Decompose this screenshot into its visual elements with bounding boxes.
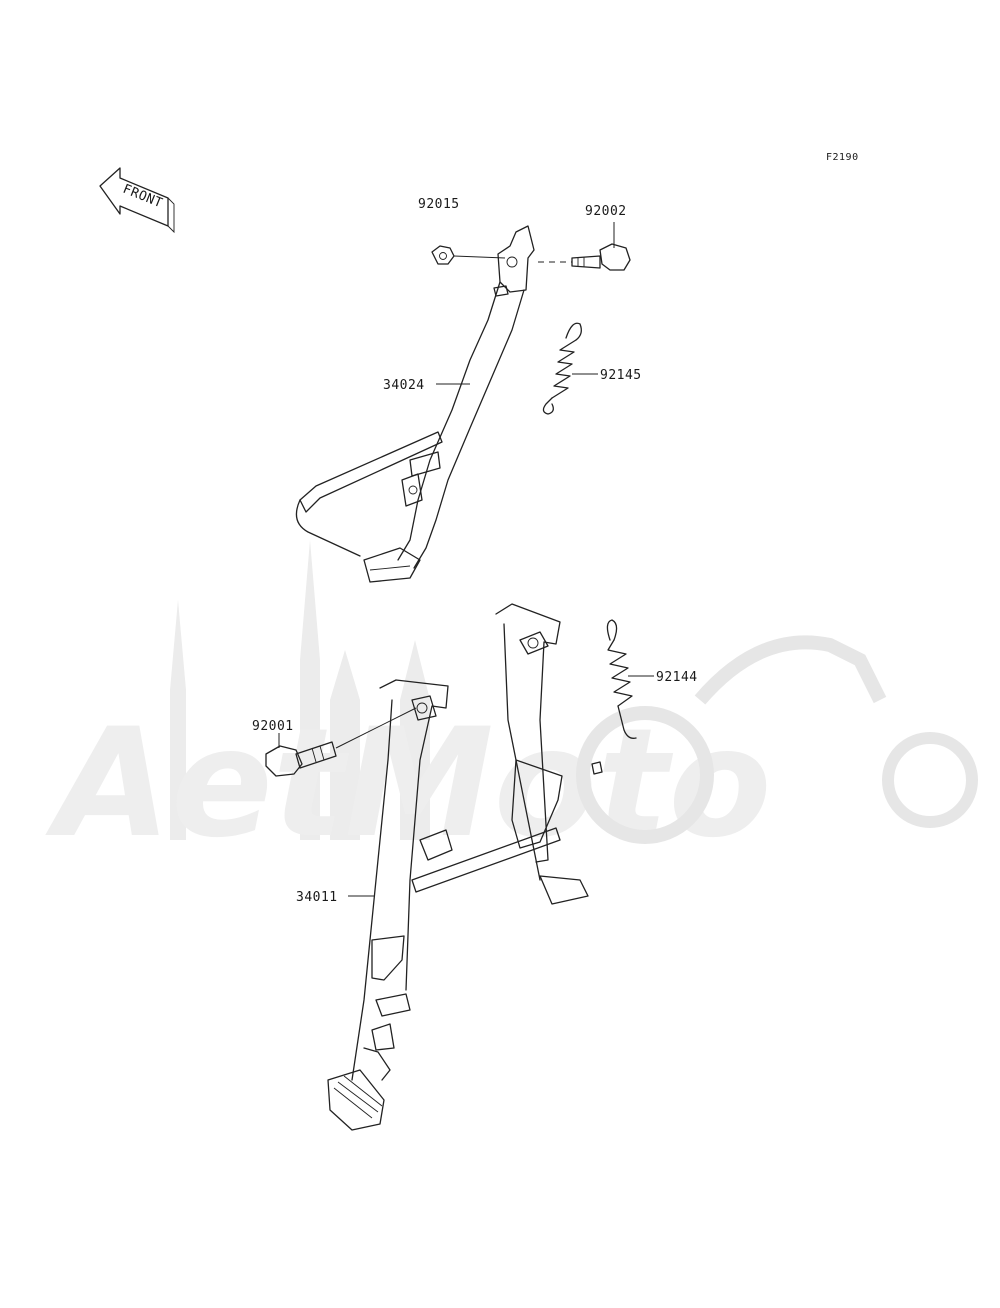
- part-number-34011: 34011: [296, 890, 338, 905]
- part-number-92002: 92002: [585, 204, 627, 219]
- spring-92145: [542, 322, 582, 415]
- watermark-skyline: [170, 540, 430, 840]
- bolt-92001: [265, 741, 337, 777]
- part-number-34024: 34024: [383, 378, 425, 393]
- front-direction-arrow: FRONT: [99, 167, 175, 234]
- part-number-92145: 92145: [600, 368, 642, 383]
- watermark-logo: AetMoto: [45, 697, 772, 871]
- figure-code: F2190: [826, 152, 859, 163]
- spring-92144: [606, 619, 637, 739]
- main-stand-34011: [327, 603, 603, 1131]
- part-number-92001: 92001: [252, 719, 294, 734]
- side-stand-34024: [295, 225, 535, 583]
- watermark-motorcycle: [576, 635, 978, 844]
- front-label: FRONT: [121, 182, 165, 212]
- part-number-92015: 92015: [418, 197, 460, 212]
- watermark: AetMoto: [45, 540, 978, 871]
- part-number-92144: 92144: [656, 670, 698, 685]
- nut-92015: [431, 245, 455, 265]
- bolt-92002: [571, 243, 631, 271]
